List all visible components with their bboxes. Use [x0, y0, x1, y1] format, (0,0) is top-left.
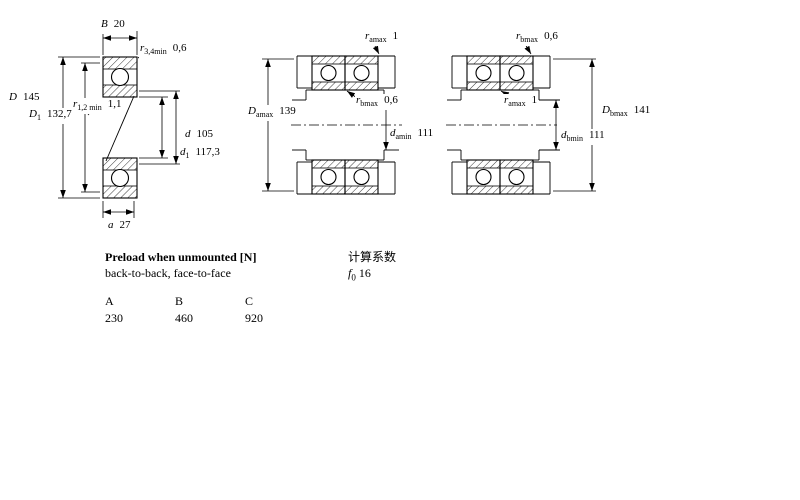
calc-factor-title: 计算系数 — [348, 250, 397, 264]
back-to-back-arrangement — [262, 43, 402, 195]
calc-factor-f0: f0 16 — [348, 266, 371, 283]
preload-value-C: 920 — [245, 311, 263, 325]
preload-subtitle: back-to-back, face-to-face — [105, 266, 231, 280]
ball-top — [110, 67, 130, 87]
preload-value-A: 230 — [105, 311, 123, 325]
bearing-cross-section — [102, 56, 138, 199]
ball-bottom — [110, 168, 130, 188]
dims-left — [58, 31, 180, 218]
preload-title: Preload when unmounted [N] — [105, 250, 257, 264]
contact-angle-line — [105, 95, 135, 162]
preload-col-header-C: C — [245, 294, 254, 308]
preload-value-B: 460 — [175, 311, 193, 325]
face-to-face-arrangement — [446, 43, 596, 195]
preload-col-header-A: A — [105, 294, 114, 308]
preload-col-header-B: B — [175, 294, 184, 308]
